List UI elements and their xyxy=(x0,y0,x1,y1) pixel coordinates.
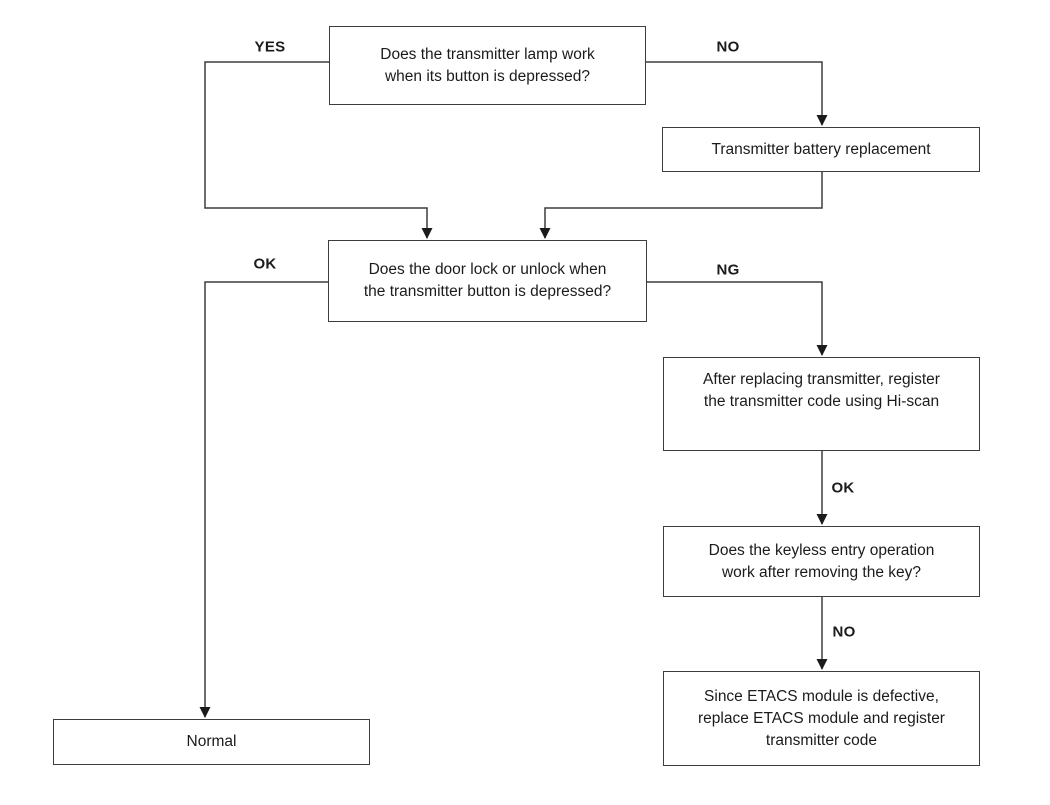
edge-label-ng: NG xyxy=(716,261,740,279)
edge-label-no-top: NO xyxy=(716,38,740,56)
node-action-register-transmitter-code: After replacing transmitter, register th… xyxy=(663,357,980,451)
edge-label-ok-mid: OK xyxy=(831,479,855,497)
edge-label-no-bottom: NO xyxy=(832,623,856,641)
connector-ng xyxy=(647,281,828,356)
node-question-keyless-entry-operation: Does the keyless entry operation work af… xyxy=(663,526,980,597)
connector-yes xyxy=(204,61,433,239)
connector-no-top xyxy=(646,61,828,126)
node-question-transmitter-lamp: Does the transmitter lamp work when its … xyxy=(329,26,646,105)
node-action-battery-replacement: Transmitter battery replacement xyxy=(662,127,980,172)
connector-ok-left xyxy=(199,281,328,718)
edge-label-ok-left: OK xyxy=(253,255,277,273)
node-action-replace-etacs-module: Since ETACS module is defective, replace… xyxy=(663,671,980,766)
node-result-normal: Normal xyxy=(53,719,370,765)
connector-battery-merge xyxy=(539,172,823,239)
node-question-door-lock-unlock: Does the door lock or unlock when the tr… xyxy=(328,240,647,322)
edge-label-yes: YES xyxy=(254,38,286,56)
